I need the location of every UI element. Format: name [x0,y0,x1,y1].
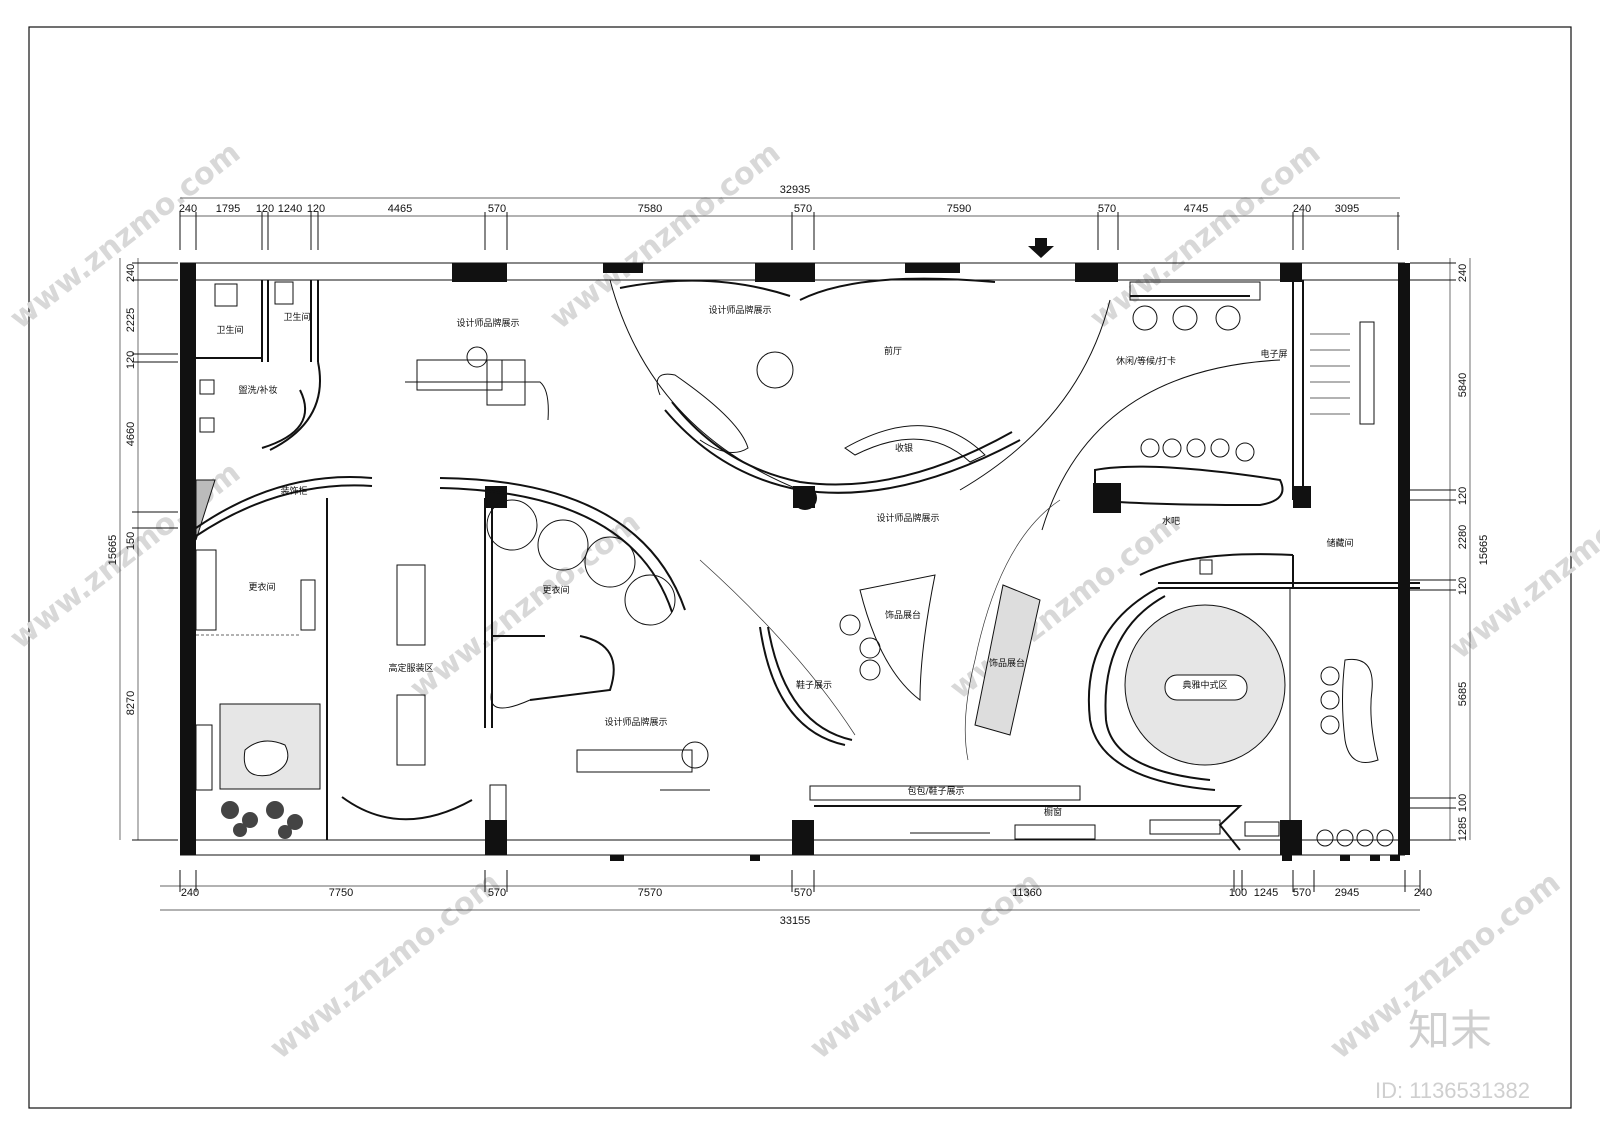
room-label-designer-2: 设计师品牌展示 [708,304,771,316]
dimension-bottom-label: 240 [1414,887,1432,899]
dimension-left-label: 150 [125,532,137,550]
dimension-bottom-total: 33155 [780,915,811,927]
dimension-top-label: 1795 [216,203,240,215]
dimension-top: 240 1795 120 1240 120 4465 570 7580 570 7590 570 47… [179,203,1359,215]
room-label-jewelry-2: 饰品展台 [989,657,1025,669]
room-label-jewelry-1: 饰品展台 [885,609,921,621]
dimension-bottom-label: 11360 [1012,887,1042,899]
dimension-top-label: 570 [488,203,506,215]
room-label-fitting-1: 更衣间 [248,581,275,593]
left-zone [195,280,549,840]
room-label-toilet-2: 卫生间 [283,311,310,323]
room-label-bags: 包包/鞋子展示 [907,785,964,797]
room-labels: 卫生间卫生间盥洗/补妆装饰柜更衣间高定服装区更衣间设计师品牌展示设计师品牌展示前… [216,304,1353,818]
dimension-right-label: 5840 [1457,373,1469,397]
dimension-bottom-label: 7570 [638,887,662,899]
dimension-top-total: 32935 [780,184,811,196]
dimension-right-label: 120 [1457,487,1469,505]
room-label-chinese: 典雅中式区 [1182,679,1227,691]
dimension-left-label: 120 [125,351,137,369]
dimension-right: 240 5840 120 2280 120 5685 100 1285 [1457,264,1469,841]
jewelry-zone [809,574,1243,851]
watermark-site-3: www.znzmo.com [1083,135,1327,336]
dimension-top-label: 3095 [1335,203,1359,215]
dimension-right-total: 15665 [1478,535,1490,566]
dimension-right-label: 2280 [1457,525,1469,549]
room-label-lobby: 前厅 [884,345,902,357]
dimension-bottom-label: 7750 [329,887,353,899]
room-label-designer-4: 设计师品牌展示 [604,716,667,728]
watermark-id: ID: 1136531382 [1375,1078,1530,1103]
room-label-partition: 装饰柜 [280,485,307,497]
dimension-top-label: 120 [307,203,325,215]
room-label-washroom: 盥洗/补妆 [238,384,277,396]
dimension-left: 240 2225 120 4660 150 8270 [125,264,137,715]
dimension-bottom-label: 1245 [1254,887,1278,899]
watermark-site-8: www.znzmo.com [263,865,507,1066]
watermark-brand: 知末 [1408,1006,1492,1055]
dimension-left-label: 240 [125,264,137,282]
dimension-top-label: 7580 [638,203,662,215]
room-label-screen: 电子屏 [1260,348,1287,360]
dimension-bottom-label: 240 [181,887,199,899]
room-label-window: 橱窗 [1044,806,1062,818]
exterior-walls [180,262,1410,861]
room-label-shoes: 鞋子展示 [796,679,832,691]
dimension-left-label: 8270 [125,691,137,715]
room-label-couture: 高定服装区 [388,662,433,674]
watermark-site-1: www.znzmo.com [3,135,247,336]
dimension-bottom-label: 2945 [1335,887,1359,899]
dimension-left-label: 4660 [125,422,137,446]
room-label-designer-1: 设计师品牌展示 [456,317,519,329]
dimension-left-label: 2225 [125,308,137,332]
room-label-fitting-2: 更衣间 [542,584,569,596]
entrance-arrow-icon [1028,238,1054,258]
watermark-site-5: www.znzmo.com [403,505,647,706]
dimension-right-label: 120 [1457,577,1469,595]
dimension-right-label: 1285 [1457,817,1469,841]
dimension-top-label: 120 [256,203,274,215]
dimension-bottom-label: 570 [794,887,812,899]
dimension-bottom-label: 570 [488,887,506,899]
sheet-border [28,26,1572,1109]
dimension-right-label: 240 [1457,264,1469,282]
dimension-top-label: 570 [794,203,812,215]
dimension-top-label: 4465 [388,203,412,215]
room-label-lounge: 休闲/等候/打卡 [1116,355,1176,367]
dimension-bottom: 240 7750 570 7570 570 11360 100 1245 570 2945 240 [181,887,1432,899]
dimension-top-label: 7590 [947,203,971,215]
dimension-top-label: 1240 [278,203,302,215]
room-label-bar: 水吧 [1162,515,1180,527]
room-label-storage: 储藏间 [1326,537,1353,549]
dimension-top-label: 240 [1293,203,1311,215]
dimension-right-label: 100 [1457,794,1469,812]
dimension-right-label: 5685 [1457,682,1469,706]
room-label-toilet-1: 卫生间 [216,324,243,336]
room-label-designer-3: 设计师品牌展示 [876,512,939,524]
room-label-cashier: 收银 [895,442,913,454]
dimension-top-label: 240 [179,203,197,215]
lobby-zone [609,277,1281,761]
dimension-left-total: 15665 [107,535,119,566]
dimension-top-label: 570 [1098,203,1116,215]
dimension-lines [119,197,1471,911]
center-zone [439,477,856,791]
dimension-bottom-label: 570 [1293,887,1311,899]
dimension-top-label: 4745 [1184,203,1208,215]
right-zone [1087,280,1420,847]
watermark-site-9: www.znzmo.com [803,865,1047,1066]
dimension-bottom-label: 100 [1229,887,1247,899]
